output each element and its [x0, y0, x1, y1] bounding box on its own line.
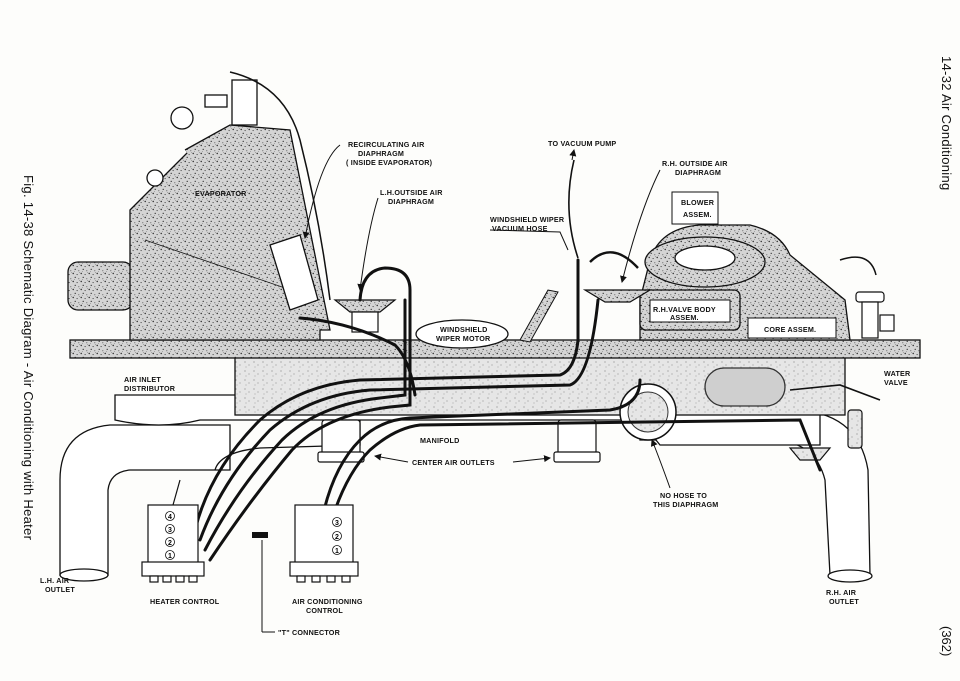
label-rh-outside-air-2: DIAPHRAGM: [675, 168, 721, 177]
label-recirculating-air-2: DIAPHRAGM: [358, 149, 404, 158]
lh-outside-air-diaphragm: [333, 299, 397, 333]
label-rh-outside-air-1: R.H. OUTSIDE AIR: [662, 159, 728, 168]
leader-lines: [261, 144, 671, 633]
page-number: (362): [939, 626, 954, 657]
rh-outside-air-diaphragm: [582, 251, 653, 303]
label-windshield-wiper-motor-1: WINDSHIELD: [440, 325, 488, 334]
heater-port-4: 4: [168, 514, 172, 521]
ac-control-ports: [332, 517, 342, 555]
label-t-connector: "T" CONNECTOR: [278, 628, 341, 637]
heater-port-2: 2: [168, 540, 172, 547]
page-header: 14-32 Air Conditioning: [939, 56, 954, 191]
label-lh-air-outlet-2: OUTLET: [45, 585, 75, 594]
t-connector: [252, 532, 268, 538]
label-rh-air-outlet-1: R.H. AIR: [826, 588, 857, 597]
ac-port-2: 2: [335, 534, 339, 541]
label-windshield-wiper-hose-2: VACUUM HOSE: [492, 224, 548, 233]
label-lh-outside-air-1: L.H.OUTSIDE AIR: [380, 188, 443, 197]
label-to-vacuum-pump: TO VACUUM PUMP: [548, 139, 616, 148]
label-blower-1: BLOWER: [681, 198, 715, 207]
label-manifold: MANIFOLD: [420, 436, 460, 445]
label-ac-control-2: CONTROL: [306, 606, 343, 615]
blower-core-assembly: [639, 191, 851, 341]
air-conditioning-control: [289, 504, 359, 583]
right-side-diaphragms: [788, 409, 863, 461]
heater-port-3: 3: [168, 527, 172, 534]
windshield-wiper-motor: [415, 319, 509, 349]
label-center-air-outlets: CENTER AIR OUTLETS: [412, 458, 495, 467]
center-air-outlet-right: [553, 419, 601, 463]
label-no-hose-1: NO HOSE TO: [660, 491, 707, 500]
label-core-assem: CORE ASSEM.: [764, 325, 816, 334]
label-rh-valve-body-1: R.H.VALVE BODY: [653, 305, 716, 314]
ac-port-3: 3: [335, 520, 339, 527]
figure-caption: Fig. 14-38 Schematic Diagram - Air Condi…: [21, 175, 36, 541]
label-heater-control: HEATER CONTROL: [150, 597, 220, 606]
label-ac-control-1: AIR CONDITIONING: [292, 597, 363, 606]
label-water-valve-2: VALVE: [884, 378, 908, 387]
ac-port-1: 1: [335, 548, 339, 555]
label-air-inlet-2: DISTRIBUTOR: [124, 384, 176, 393]
label-rh-valve-body-2: ASSEM.: [670, 313, 699, 322]
label-recirculating-air-3: ( INSIDE EVAPORATOR): [346, 158, 433, 167]
heater-port-1: 1: [168, 553, 172, 560]
vacuum-hose-bundle: [193, 258, 822, 562]
unconnected-diaphragm: [619, 383, 677, 441]
label-air-inlet-1: AIR INLET: [124, 375, 161, 384]
label-rh-air-outlet-2: OUTLET: [829, 597, 859, 606]
label-no-hose-2: THIS DIAPHRAGM: [653, 500, 719, 509]
heater-control-ports: [165, 511, 175, 560]
label-water-valve-1: WATER: [884, 369, 911, 378]
label-lh-outside-air-2: DIAPHRAGM: [388, 197, 434, 206]
label-windshield-wiper-motor-2: WIPER MOTOR: [436, 334, 491, 343]
water-valve: [839, 256, 895, 339]
wiper-vacuum-hose: [519, 289, 559, 343]
label-recirculating-air-1: RECIRCULATING AIR: [348, 140, 425, 149]
label-lh-air-outlet-1: L.H. AIR: [40, 576, 70, 585]
evaporator-assembly: [67, 71, 331, 341]
label-windshield-wiper-hose-1: WINDSHIELD WIPER: [490, 215, 565, 224]
label-blower-2: ASSEM.: [683, 210, 712, 219]
label-evaporator: EVAPORATOR: [195, 189, 247, 198]
